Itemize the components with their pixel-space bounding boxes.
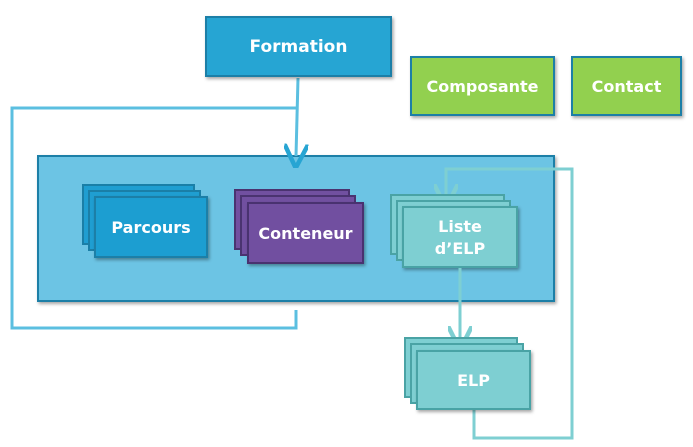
node-liste-elp-label-line1: Liste: [438, 217, 482, 236]
node-formation[interactable]: Formation: [205, 16, 392, 77]
connector-elp-loop: [446, 167, 574, 440]
node-contact-label: Contact: [592, 77, 662, 96]
node-composante-label: Composante: [426, 77, 538, 96]
connector-formation-loop: [10, 106, 298, 330]
node-contact[interactable]: Contact: [571, 56, 682, 116]
node-liste-elp-label-line2: d’ELP: [435, 239, 486, 258]
node-composante[interactable]: Composante: [410, 56, 555, 116]
node-parcours-label: Parcours: [111, 218, 190, 237]
node-parcours[interactable]: Parcours: [82, 184, 208, 258]
connector-formation-arrow: [296, 77, 298, 156]
node-conteneur[interactable]: Conteneur: [234, 189, 364, 264]
node-formation-label: Formation: [250, 37, 348, 57]
node-elp[interactable]: ELP: [404, 337, 531, 410]
node-conteneur-label: Conteneur: [258, 224, 352, 243]
node-liste-elp[interactable]: Liste d’ELP: [390, 194, 518, 268]
node-elp-label: ELP: [457, 371, 490, 390]
